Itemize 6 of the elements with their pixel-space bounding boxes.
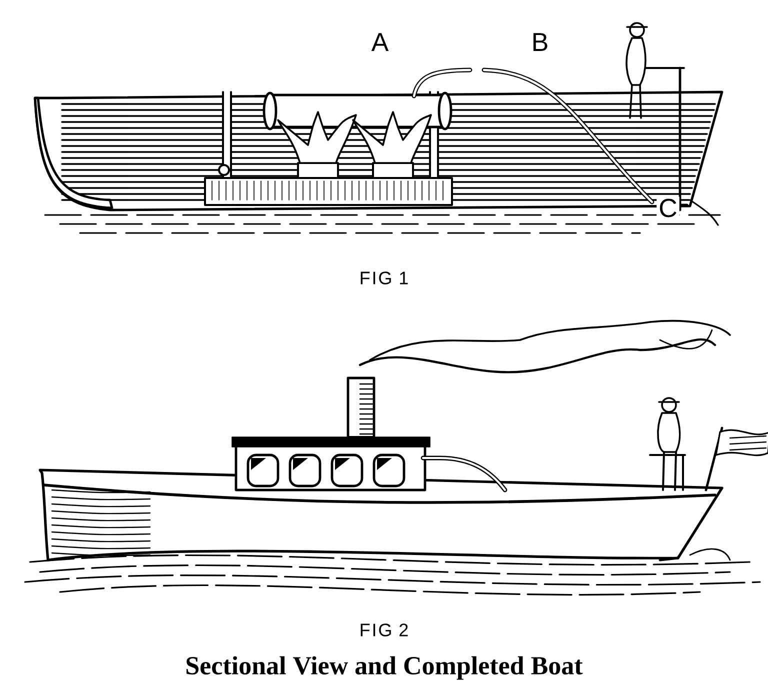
figure-label: FIG 1: [357, 270, 411, 286]
part-label: A: [369, 31, 391, 53]
part-label: B: [529, 31, 551, 53]
figure-label: FIG 2: [357, 622, 411, 638]
caption: Sectional View and Completed Boat: [186, 656, 583, 680]
part-label: C: [656, 196, 680, 220]
